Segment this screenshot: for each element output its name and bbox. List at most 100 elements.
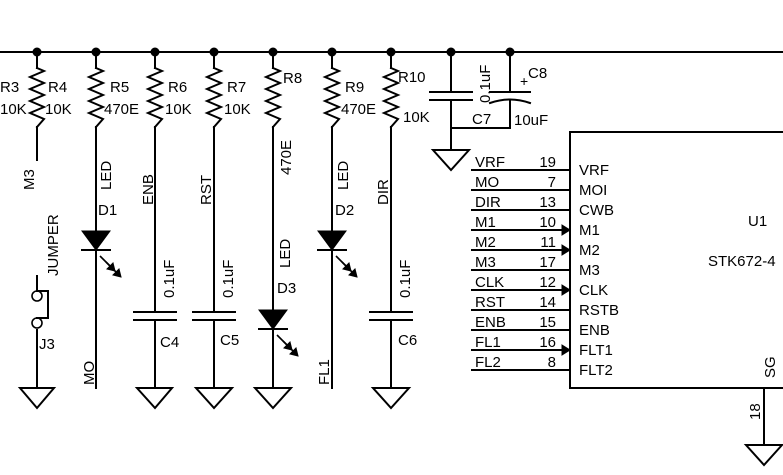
led-d3-symbol (258, 309, 299, 357)
capacitor-c4-value: 0.1uF (161, 260, 178, 298)
capacitor-c5-symbol (192, 311, 236, 321)
ic-pin-number: 13 (539, 194, 556, 211)
net-label-m3: M3 (21, 169, 38, 190)
capacitor-c7-symbol (429, 91, 473, 101)
ic-pin-arrow (561, 284, 571, 296)
resistor-r10 (381, 66, 401, 129)
ic-pin-net: FL2 (475, 354, 501, 371)
ic-pin-row: ENB 15 ENB (471, 314, 610, 339)
capacitor-c8-ref: C8 (528, 65, 547, 82)
resistor-r3-value: 10K (0, 101, 27, 118)
resistor-r8 (263, 66, 283, 129)
resistor-r4-ref: R4 (48, 79, 67, 96)
ic-pin-name: VRF (579, 162, 609, 179)
ic-pin-name: FLT2 (579, 362, 613, 379)
net-label-fl1: FL1 (316, 359, 333, 385)
jumper-ref: J3 (39, 336, 55, 353)
led-d2-symbol (317, 230, 358, 278)
ic-pin-row: FL1 16 FLT1 (471, 334, 613, 359)
ic-pin-row: VRF 19 VRF (471, 154, 609, 179)
resistor-r7-value: 10K (224, 101, 251, 118)
resistor-r6-ref: R6 (168, 79, 187, 96)
led-d2-type: LED (335, 161, 352, 190)
led-d1-symbol (81, 230, 122, 278)
ic-pin-name: M1 (579, 222, 600, 239)
resistor-r8-value: 470E (278, 140, 295, 175)
ic-pin-arrow (561, 224, 571, 236)
ic-pin-number: 17 (539, 254, 556, 271)
resistor-r10-value: 10K (403, 109, 430, 126)
capacitor-c7-value: 0.1uF (477, 65, 494, 103)
net-label-enb: ENB (140, 174, 157, 205)
capacitor-c7-ref: C7 (472, 111, 491, 128)
ic-pin-row: M3 17 M3 (471, 254, 600, 279)
ic-pin-name: CLK (579, 282, 608, 299)
resistor-r6-value: 10K (165, 101, 192, 118)
ic-pin-row: CLK 12 CLK (471, 274, 608, 299)
net-label-mo: MO (81, 361, 98, 385)
resistor-r5 (86, 66, 106, 129)
ic-sg-pin: 18 (747, 403, 764, 420)
ic-pin-net: DIR (475, 194, 501, 211)
resistor-r7 (204, 66, 224, 129)
ic-pin-name: M2 (579, 242, 600, 259)
ic-pin-row: RST 14 RSTB (471, 294, 619, 319)
resistor-r6 (145, 66, 165, 129)
net-label-rst: RST (198, 175, 215, 205)
jumper-j3 (31, 290, 49, 329)
ic-pin-row: DIR 13 CWB (471, 194, 614, 219)
ic-u1-sg-label: SG (762, 356, 779, 378)
ic-pin-net: FL1 (475, 334, 501, 351)
led-d2-ref: D2 (335, 202, 354, 219)
ic-u1-body (569, 131, 783, 389)
ic-pin-name: FLT1 (579, 342, 613, 359)
ic-pin-number: 11 (540, 234, 556, 251)
ic-pin-net: M3 (475, 254, 496, 271)
resistor-r3-ref: R3 (0, 79, 19, 96)
ic-pin-name: ENB (579, 322, 610, 339)
capacitor-c6-ref: C6 (398, 332, 417, 349)
resistor-r4-value: 10K (45, 101, 72, 118)
resistor-r10-ref: R10 (398, 69, 426, 86)
ic-pin-net: M1 (475, 214, 496, 231)
net-label-dir: DIR (375, 179, 392, 205)
resistor-r5-ref: R5 (110, 79, 129, 96)
ground-symbols (17, 149, 783, 467)
ic-pin-net: CLK (475, 274, 504, 291)
ic-pin-arrow (561, 344, 571, 356)
resistor-r7-ref: R7 (227, 79, 246, 96)
ic-pin-number: 8 (548, 354, 556, 371)
ic-pin-net: VRF (475, 154, 505, 171)
branch-wires (36, 51, 511, 389)
led-d1-type: LED (98, 161, 115, 190)
capacitor-c4-symbol (133, 311, 177, 321)
ic-pin-number: 12 (539, 274, 556, 291)
resistor-r9-value: 470E (341, 101, 376, 118)
ic-pin-name: RSTB (579, 302, 619, 319)
ic-u1-part: STK672-4 (708, 253, 776, 270)
ic-pin-number: 19 (539, 154, 556, 171)
led-d3-type: LED (277, 239, 294, 268)
ic-pin-net: RST (475, 294, 505, 311)
ic-pin-number: 7 (548, 174, 556, 191)
ic-u1-ref: U1 (748, 213, 767, 230)
ic-pin-row: FL2 8 FLT2 (471, 354, 613, 379)
ic-pin-name: CWB (579, 202, 614, 219)
capacitor-c5-value: 0.1uF (220, 260, 237, 298)
ic-pin-number: 10 (539, 214, 556, 231)
ic-pin-row: M1 10 M1 (471, 214, 600, 239)
capacitor-c8-value: 10uF (514, 112, 548, 129)
ic-pin-name: M3 (579, 262, 600, 279)
led-d3-ref: D3 (277, 280, 296, 297)
ic-pin-number: 15 (539, 314, 556, 331)
ic-pin-number: 14 (539, 294, 556, 311)
ic-pin-number: 16 (539, 334, 556, 351)
ic-pin-arrow (561, 244, 571, 256)
ic-pin-net: ENB (475, 314, 506, 331)
resistor-r4 (27, 66, 47, 129)
capacitor-c8-polarity: + (520, 73, 528, 89)
capacitor-c4-ref: C4 (160, 334, 179, 351)
